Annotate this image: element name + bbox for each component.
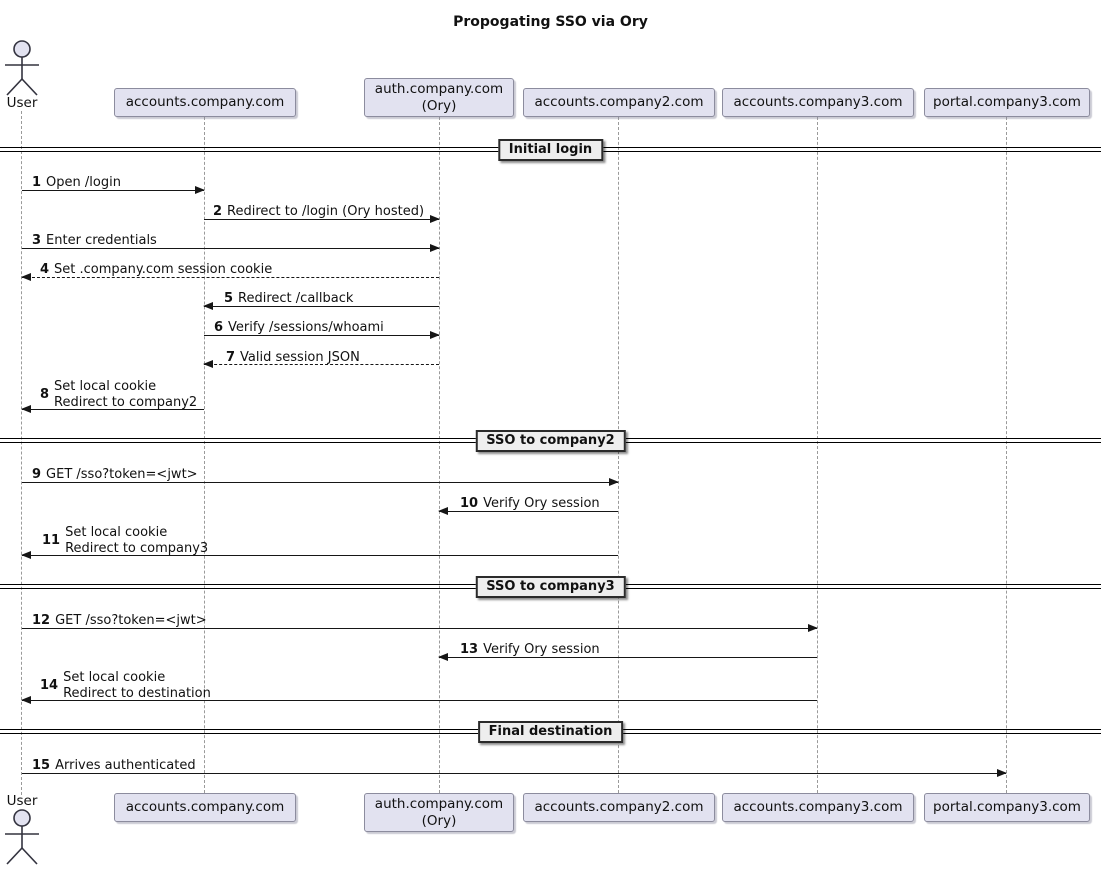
- message-10-arrow: [438, 507, 618, 515]
- divider-label: Final destination: [477, 721, 624, 743]
- lifeline-user: [21, 111, 22, 795]
- message-11-arrow: [21, 551, 618, 559]
- lifeline-accounts-company2: [618, 117, 619, 793]
- divider-label: SSO to company3: [475, 576, 626, 598]
- actor-label-bottom: User: [6, 793, 38, 809]
- participant-accounts-company2-top: accounts.company2.com: [523, 88, 715, 117]
- message-14-arrow: [21, 696, 817, 704]
- lifeline-auth-company: [439, 117, 440, 793]
- lifeline-accounts-company: [204, 117, 205, 793]
- actor-label-top: User: [6, 95, 38, 111]
- participant-accounts-company2-bottom: accounts.company2.com: [523, 793, 715, 822]
- message-1-arrow: [22, 186, 205, 194]
- lifeline-portal-company3: [1006, 117, 1007, 793]
- message-13-arrow: [438, 653, 817, 661]
- message-12-arrow: [22, 624, 818, 632]
- message-9-arrow: [22, 478, 619, 486]
- diagram-title: Propogating SSO via Ory: [453, 14, 648, 30]
- divider-label: Initial login: [497, 139, 604, 161]
- actor-icon: [2, 40, 42, 101]
- participant-accounts-company3-top: accounts.company3.com: [722, 88, 914, 117]
- participant-accounts-company-top: accounts.company.com: [114, 88, 296, 117]
- lifeline-accounts-company3: [817, 117, 818, 793]
- section-divider-final-destination: Final destination: [0, 721, 1101, 743]
- section-divider-sso-company3: SSO to company3: [0, 576, 1101, 598]
- participant-portal-company3-bottom: portal.company3.com: [924, 793, 1090, 822]
- message-2-arrow: [204, 215, 440, 223]
- message-6-arrow: [204, 331, 440, 339]
- section-divider-initial-login: Initial login: [0, 139, 1101, 161]
- message-5-arrow: [203, 302, 439, 310]
- message-8-arrow: [21, 405, 204, 413]
- actor-icon-bottom: [2, 809, 42, 873]
- message-7-arrow: [203, 360, 439, 368]
- participant-accounts-company-bottom: accounts.company.com: [114, 793, 296, 822]
- message-4-arrow: [21, 273, 439, 281]
- divider-label: SSO to company2: [475, 430, 626, 452]
- participant-accounts-company3-bottom: accounts.company3.com: [722, 793, 914, 822]
- participant-auth-company-bottom: auth.company.com (Ory): [364, 793, 514, 832]
- participant-portal-company3-top: portal.company3.com: [924, 88, 1090, 117]
- participant-auth-company-top: auth.company.com (Ory): [364, 78, 514, 117]
- message-15-arrow: [22, 769, 1007, 777]
- message-3-arrow: [22, 244, 440, 252]
- section-divider-sso-company2: SSO to company2: [0, 430, 1101, 452]
